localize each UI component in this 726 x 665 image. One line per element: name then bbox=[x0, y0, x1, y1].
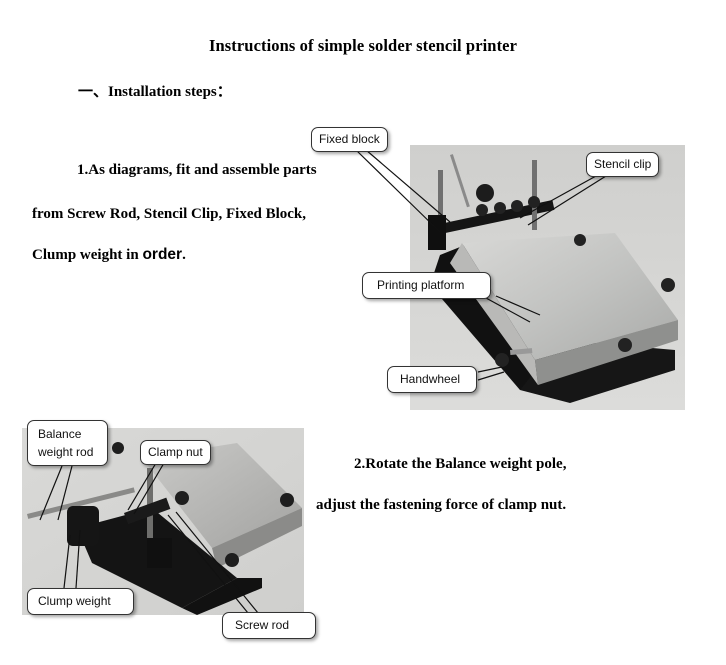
step1-line1: 1.As diagrams, fit and assemble parts bbox=[77, 162, 317, 178]
callout-clump-weight: Clump weight bbox=[27, 588, 134, 615]
step1-line3: Clump weight in order. bbox=[32, 246, 186, 264]
callout-printing-platform: Printing platform bbox=[362, 272, 492, 299]
step1-line3-order: order bbox=[142, 246, 183, 263]
section-heading: 一、Installation steps： bbox=[78, 84, 232, 100]
step2-line2: adjust the fastening force of clamp nut. bbox=[316, 497, 567, 513]
callout-handwheel: Handwheel bbox=[387, 366, 478, 393]
callout-stencil-clip: Stencil clip bbox=[586, 152, 660, 177]
callout-screw-rod: Screw rod bbox=[222, 612, 317, 639]
page-title: Instructions of simple solder stencil pr… bbox=[208, 36, 518, 55]
callout-balance-weight-rod: Balance weight rod bbox=[27, 420, 109, 466]
step1-line3-text: Clump weight in bbox=[32, 247, 143, 263]
step1-line3-end: . bbox=[182, 247, 186, 263]
step2-line1: 2.Rotate the Balance weight pole, bbox=[354, 456, 567, 472]
step1-line2: from Screw Rod, Stencil Clip, Fixed Bloc… bbox=[32, 206, 307, 222]
callout-fixed-block: Fixed block bbox=[311, 127, 388, 152]
callout-clamp-nut: Clamp nut bbox=[140, 440, 211, 465]
